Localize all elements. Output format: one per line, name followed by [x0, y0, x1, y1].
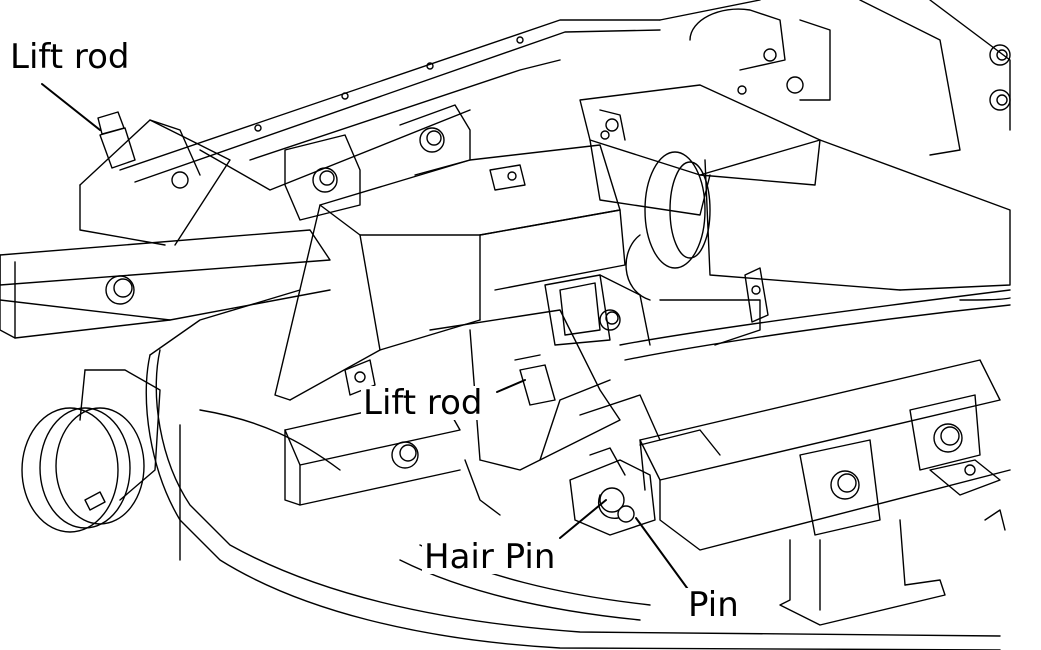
right-hardware	[929, 459, 1006, 531]
pin-assembly	[569, 394, 721, 536]
leader-lines	[41, 83, 691, 593]
belt-cover	[274, 144, 626, 401]
pulley-housings	[579, 84, 1011, 301]
hair-pin-label: Hair Pin	[422, 537, 558, 577]
leader-line-hair-pin	[559, 499, 607, 539]
left-rear-arm	[0, 111, 331, 339]
top-right-brackets	[659, 0, 1011, 156]
outer-plate	[619, 289, 1011, 361]
rear-bracket-left	[284, 104, 471, 221]
leader-line-lift-rod-front	[496, 379, 526, 393]
leader-line-lift-rod-rear	[41, 83, 101, 131]
lift-rod-rear-label: Lift rod	[10, 37, 130, 77]
gauge-wheel	[21, 369, 161, 533]
rear-deck-plate	[119, 19, 661, 191]
leader-line-pin	[635, 517, 691, 593]
pin-label: Pin	[686, 585, 741, 625]
lift-rod-front-label: Lift rod	[361, 383, 485, 423]
center-pivot-bracket	[544, 267, 769, 346]
front-right-arm	[639, 359, 1011, 626]
